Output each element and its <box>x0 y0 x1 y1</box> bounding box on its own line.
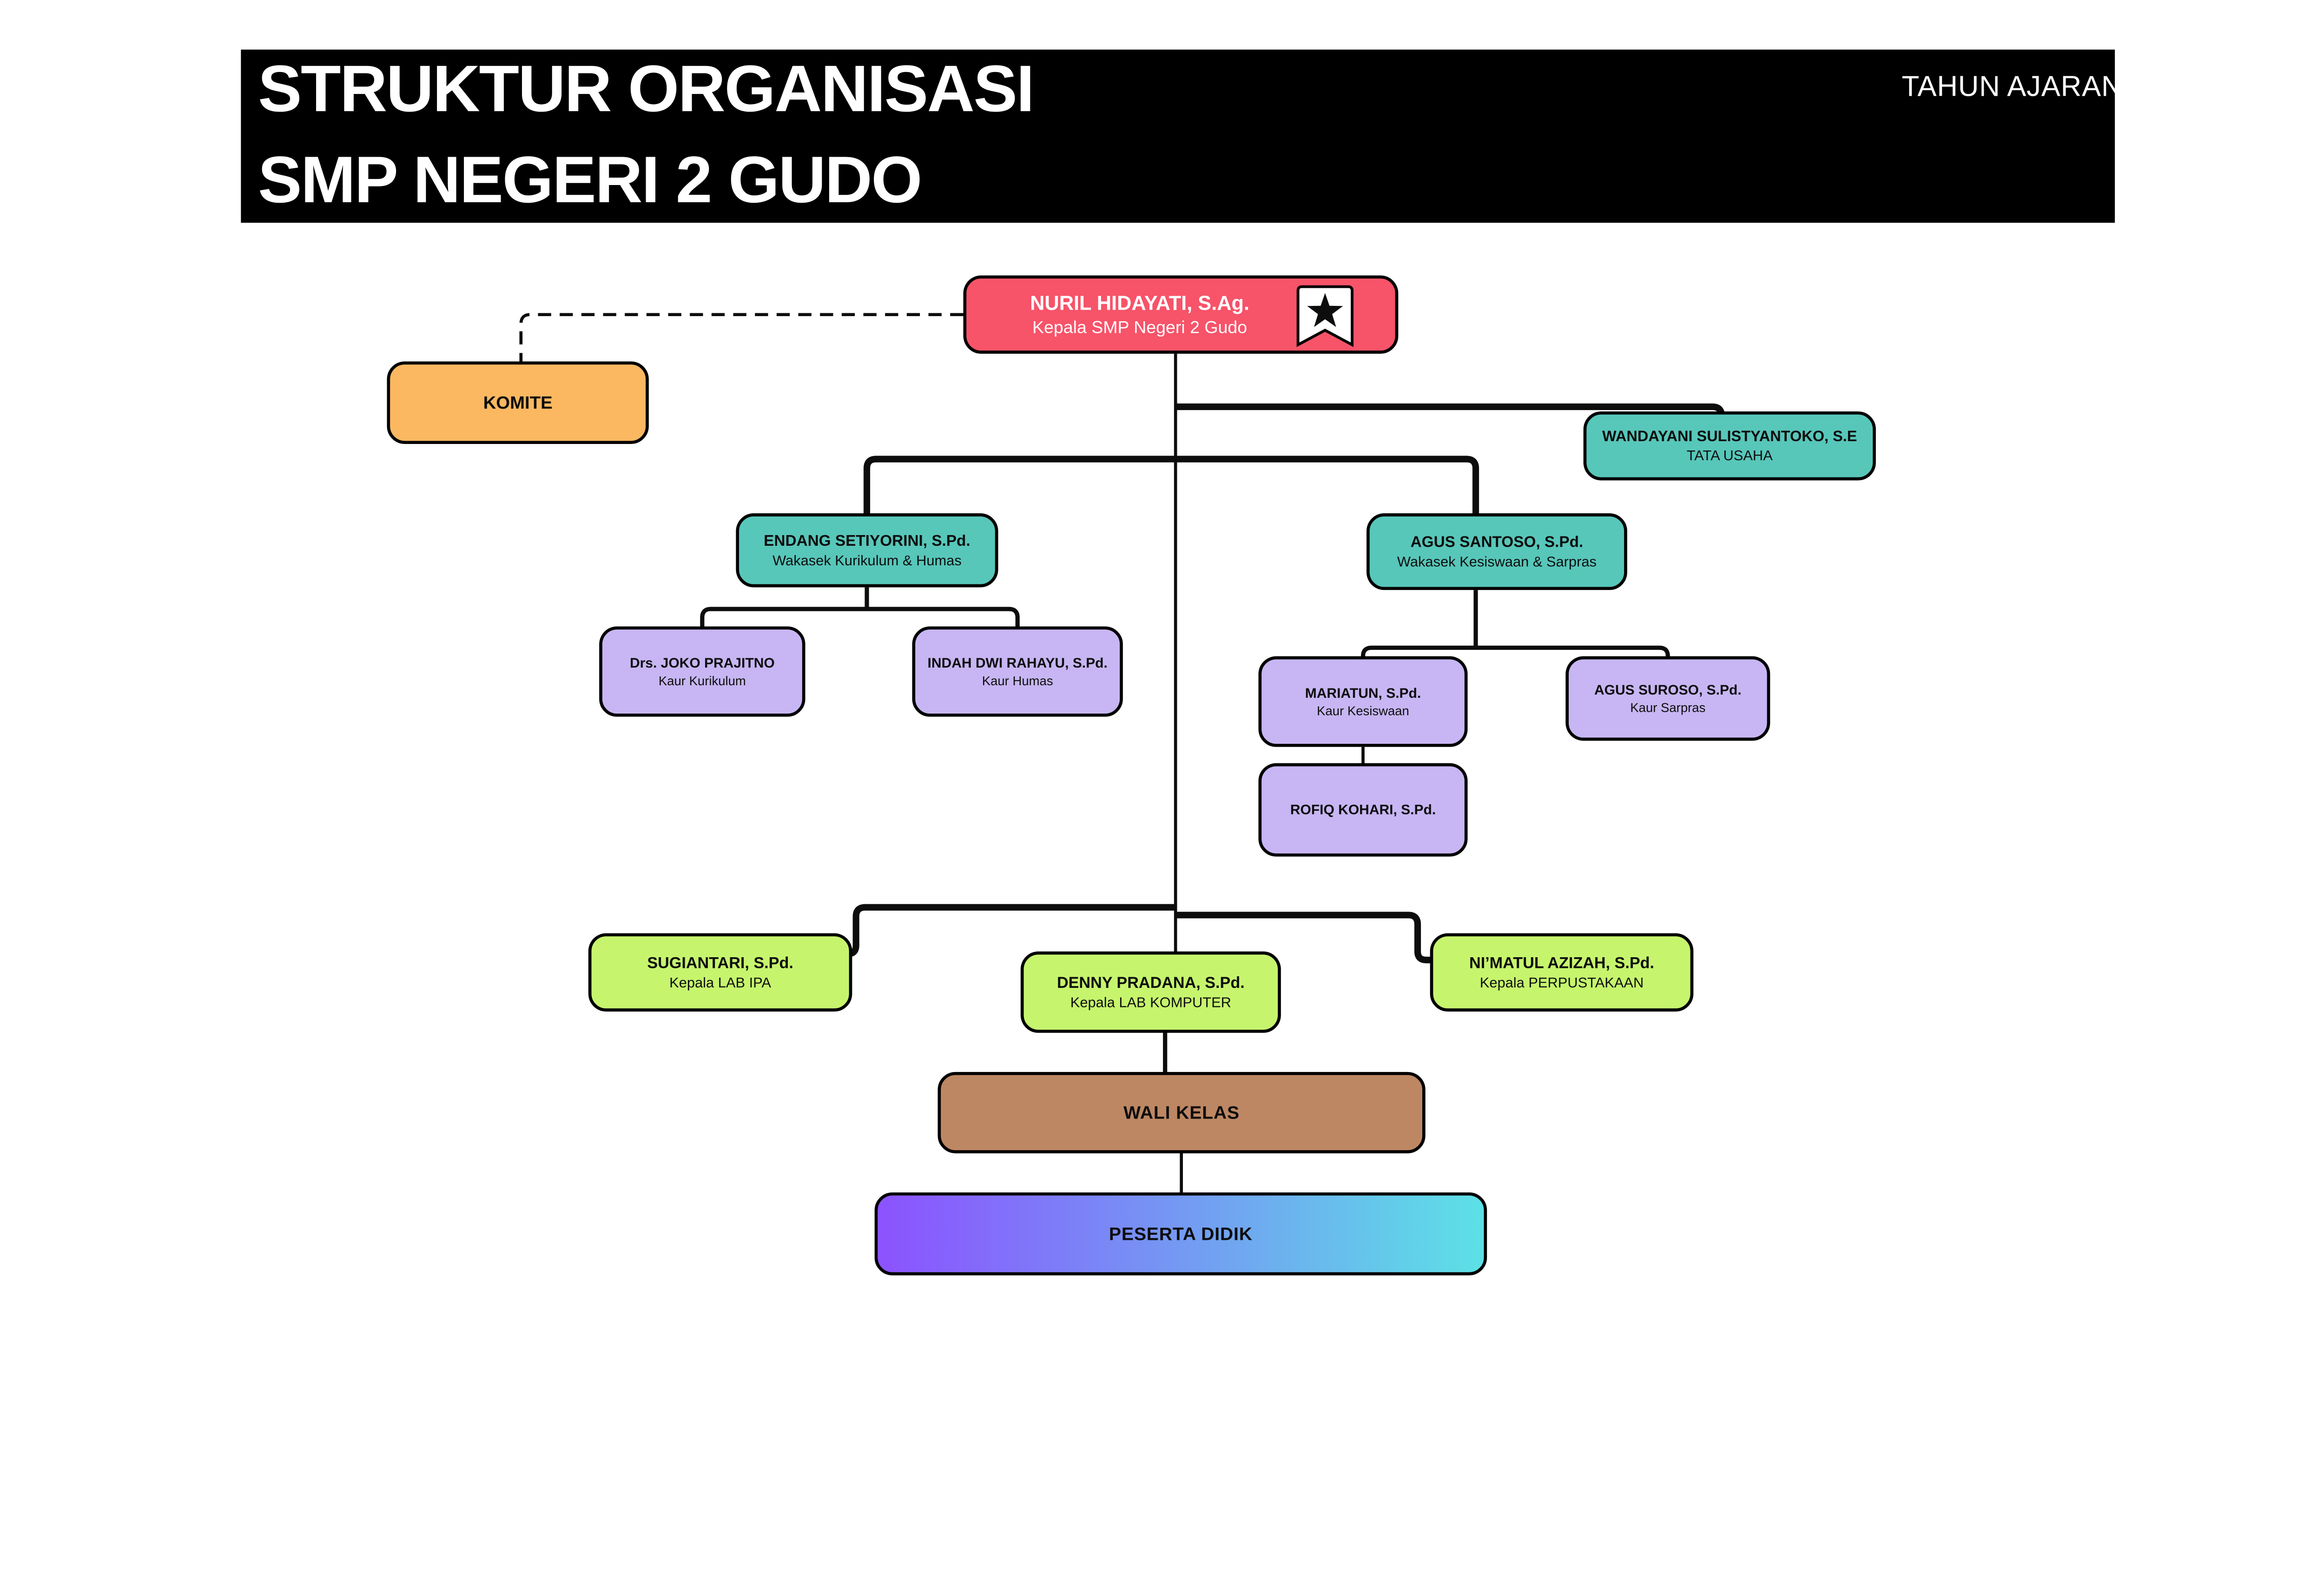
kaur-humas-name: INDAH DWI RAHAYU, S.Pd. <box>927 655 1108 671</box>
wakasek-kesiswaan-role: Wakasek Kesiswaan & Sarpras <box>1397 553 1597 570</box>
kaur-kesiswaan-name: MARIATUN, S.Pd. <box>1305 685 1421 701</box>
page-title-line2: SMP NEGERI 2 GUDO <box>258 143 922 217</box>
connector-endang-branch <box>700 607 1020 630</box>
kepala-perpustakaan-name: NI’MATUL AZIZAH, S.Pd. <box>1469 953 1654 972</box>
kaur-sarpras-name: AGUS SUROSO, S.Pd. <box>1594 682 1742 698</box>
connector-lines <box>519 313 1725 1195</box>
kepala-lab-komputer-role: Kepala LAB KOMPUTER <box>1070 994 1231 1011</box>
wakasek-kurikulum-role: Wakasek Kurikulum & Humas <box>772 552 962 569</box>
org-chart-canvas: STRUKTUR ORGANISASI SMP NEGERI 2 GUDO TA… <box>241 49 2270 1276</box>
kaur-sarpras-role: Kaur Sarpras <box>1630 700 1706 715</box>
node-kaur-kurikulum: Drs. JOKO PRAJITNO Kaur Kurikulum <box>599 626 805 717</box>
node-peserta-didik: PESERTA DIDIK <box>874 1192 1487 1276</box>
node-wakasek-kurikulum-humas: ENDANG SETIYORINI, S.Pd. Wakasek Kurikul… <box>736 513 998 588</box>
connector-kepala-komite <box>519 313 964 363</box>
connector-agus-branch <box>1360 645 1670 660</box>
kepala-lab-komputer-name: DENNY PRADANA, S.Pd. <box>1056 973 1245 992</box>
node-wakasek-kesiswaan-sarpras: AGUS SANTOSO, S.Pd. Wakasek Kesiswaan & … <box>1367 513 1627 590</box>
kepala-lab-ipa-name: SUGIANTARI, S.Pd. <box>647 953 793 972</box>
node-komite: KOMITE <box>387 361 649 444</box>
school-year-label: TAHUN AJARAN 2023/2024 <box>1901 70 2270 102</box>
node-tata-usaha: WANDAYANI SULISTYANTOKO, S.E TATA USAHA <box>1583 411 1876 481</box>
kaur-humas-role: Kaur Humas <box>982 673 1053 688</box>
title-banner: STRUKTUR ORGANISASI SMP NEGERI 2 GUDO <box>241 49 2115 223</box>
kaur-kurikulum-role: Kaur Kurikulum <box>658 673 746 688</box>
node-kepala-lab-ipa: SUGIANTARI, S.Pd. Kepala LAB IPA <box>588 933 852 1012</box>
kaur-kesiswaan-role: Kaur Kesiswaan <box>1317 703 1409 718</box>
node-kaur-sarpras: AGUS SUROSO, S.Pd. Kaur Sarpras <box>1565 656 1770 741</box>
staf-kesiswaan-name: ROFIQ KOHARI, S.Pd. <box>1290 801 1436 818</box>
wakasek-kurikulum-name: ENDANG SETIYORINI, S.Pd. <box>764 532 971 549</box>
star-ribbon-icon <box>1296 285 1354 347</box>
connector-wakasek-right <box>1175 456 1479 516</box>
wali-kelas-name: WALI KELAS <box>1123 1102 1240 1123</box>
kepala-lab-ipa-role: Kepala LAB IPA <box>669 974 771 991</box>
node-kaur-humas: INDAH DWI RAHAYU, S.Pd. Kaur Humas <box>912 626 1123 717</box>
node-kaur-kesiswaan: MARIATUN, S.Pd. Kaur Kesiswaan <box>1258 656 1468 747</box>
node-kepala-lab-komputer: DENNY PRADANA, S.Pd. Kepala LAB KOMPUTER <box>1020 951 1281 1033</box>
tata-usaha-role: TATA USAHA <box>1686 447 1773 464</box>
tata-usaha-name: WANDAYANI SULISTYANTOKO, S.E <box>1602 428 1857 445</box>
kaur-kurikulum-name: Drs. JOKO PRAJITNO <box>629 655 775 671</box>
node-wali-kelas: WALI KELAS <box>938 1072 1426 1153</box>
node-kepala-perpustakaan: NI’MATUL AZIZAH, S.Pd. Kepala PERPUSTAKA… <box>1430 933 1694 1012</box>
kepala-role: Kepala SMP Negeri 2 Gudo <box>1032 317 1248 338</box>
connector-lab-ipa <box>844 904 1176 957</box>
connector-perpustakaan <box>1175 912 1433 964</box>
wakasek-kesiswaan-name: AGUS SANTOSO, S.Pd. <box>1410 533 1584 551</box>
connector-wakasek-left <box>863 456 1176 516</box>
page-title-line1: STRUKTUR ORGANISASI <box>258 52 1035 126</box>
kepala-name: NURIL HIDAYATI, S.Ag. <box>1030 292 1250 315</box>
peserta-didik-name: PESERTA DIDIK <box>1109 1223 1253 1244</box>
node-staf-kesiswaan: ROFIQ KOHARI, S.Pd. <box>1258 763 1468 857</box>
kepala-perpustakaan-role: Kepala PERPUSTAKAAN <box>1479 974 1644 991</box>
komite-name: KOMITE <box>483 392 553 413</box>
